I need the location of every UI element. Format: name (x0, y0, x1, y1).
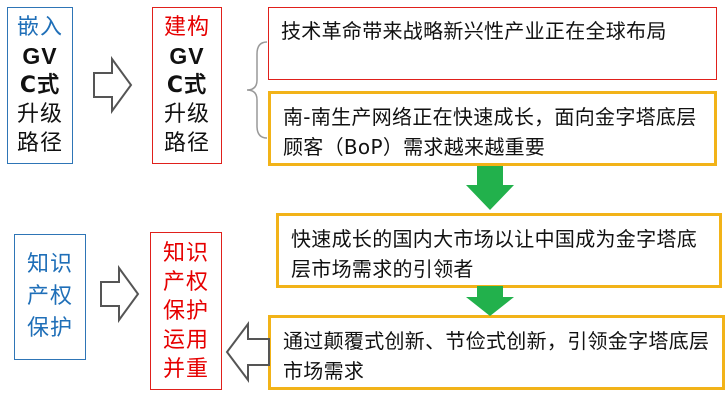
disruptive-innovation-box: 通过颠覆式创新、节俭式创新，引领金字塔底层市场需求 (268, 315, 725, 390)
green-down-arrow-1 (466, 166, 514, 210)
tech-revolution-text: 技术革命带来战略新兴性产业正在全球布局 (281, 19, 667, 43)
mid-bottom-line-5: 并重 (162, 356, 209, 382)
left-top-line-3: C式 (19, 73, 61, 98)
ip-protection-box: 知识 产权 保护 (14, 234, 86, 360)
tech-revolution-box: 技术革命带来战略新兴性产业正在全球布局 (268, 7, 717, 80)
embed-gvc-upgrade-path-box: 嵌入 GV C式 升级 路径 (7, 7, 73, 164)
build-gvc-upgrade-path-box: 建构 GV C式 升级 路径 (152, 7, 222, 164)
left-bottom-line-1: 知识 (26, 252, 73, 277)
domestic-market-box: 快速成长的国内大市场以让中国成为金字塔底层市场需求的引领者 (276, 213, 722, 288)
south-south-network-text: 南-南生产网络正在快速成长，面向金字塔底层顾客（BoP）需求越来越重要 (283, 105, 697, 159)
left-top-line-4: 升级 (16, 102, 63, 127)
left-bottom-line-3: 保护 (26, 316, 73, 341)
mid-top-line-5: 路径 (163, 131, 210, 156)
mid-top-line-3: C式 (166, 73, 208, 98)
left-top-line-5: 路径 (16, 131, 63, 156)
mid-top-line-1: 建构 (163, 15, 210, 40)
mid-top-line-2: GV (169, 43, 205, 69)
left-top-line-1: 嵌入 (16, 15, 63, 40)
mid-bottom-line-4: 运用 (162, 327, 209, 353)
mid-bottom-line-1: 知识 (162, 240, 209, 266)
south-south-network-box: 南-南生产网络正在快速成长，面向金字塔底层顾客（BoP）需求越来越重要 (268, 91, 717, 166)
hollow-right-arrow-top (93, 55, 133, 115)
mid-bottom-line-2: 产权 (162, 269, 209, 295)
domestic-market-text: 快速成长的国内大市场以让中国成为金字塔底层市场需求的引领者 (291, 227, 697, 281)
left-top-line-2: GV (22, 43, 58, 69)
ip-protection-and-use-box: 知识 产权 保护 运用 并重 (150, 232, 222, 390)
disruptive-innovation-text: 通过颠覆式创新、节俭式创新，引领金字塔底层市场需求 (283, 329, 710, 383)
hollow-right-arrow-bottom (100, 264, 140, 324)
green-down-arrow-2 (466, 286, 514, 316)
hollow-left-arrow (225, 321, 270, 383)
mid-bottom-line-3: 保护 (162, 298, 209, 324)
left-bottom-line-2: 产权 (26, 284, 73, 309)
left-brace-connector (246, 41, 268, 139)
mid-top-line-4: 升级 (163, 102, 210, 127)
